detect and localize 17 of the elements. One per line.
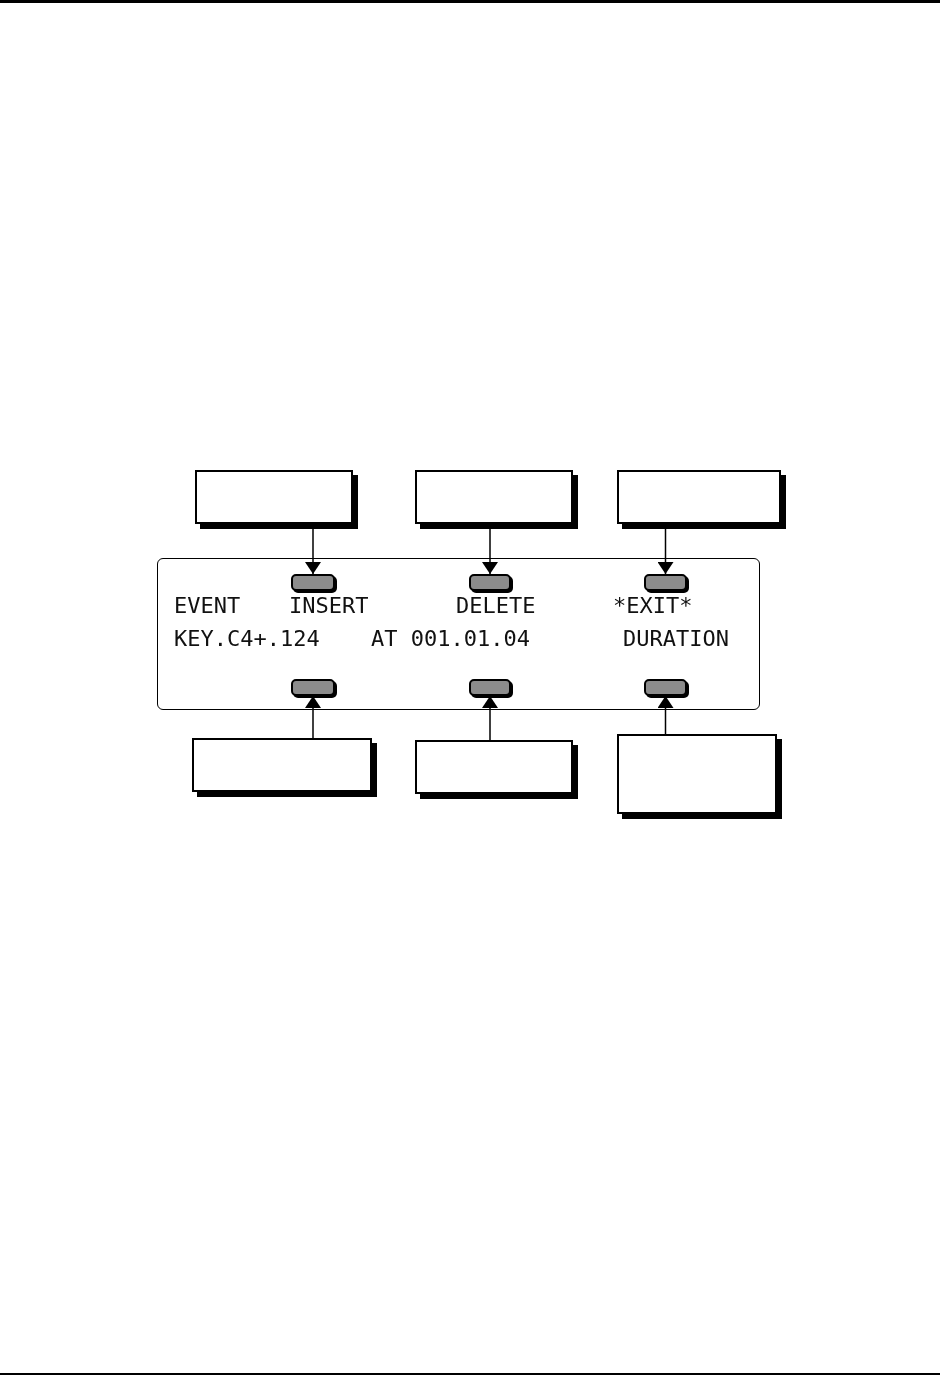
arrow [482,695,498,741]
soft-key-button [644,574,687,591]
soft-key-button [469,679,511,696]
display-text: AT 001.01.04 [371,627,530,651]
soft-key-button [644,679,687,696]
soft-key-button [291,679,335,696]
display-text: INSERT [289,594,369,618]
display-text: KEY.C4+.124 [174,627,320,651]
display-text: EVENT [174,594,241,618]
display-text: DURATION [623,627,729,651]
arrow [657,695,674,735]
soft-key-button [291,574,335,591]
display-text: *EXIT* [613,594,693,618]
display-panel [157,558,760,710]
arrow [305,695,321,739]
display-text: DELETE [456,594,536,618]
soft-key-button [469,574,511,591]
